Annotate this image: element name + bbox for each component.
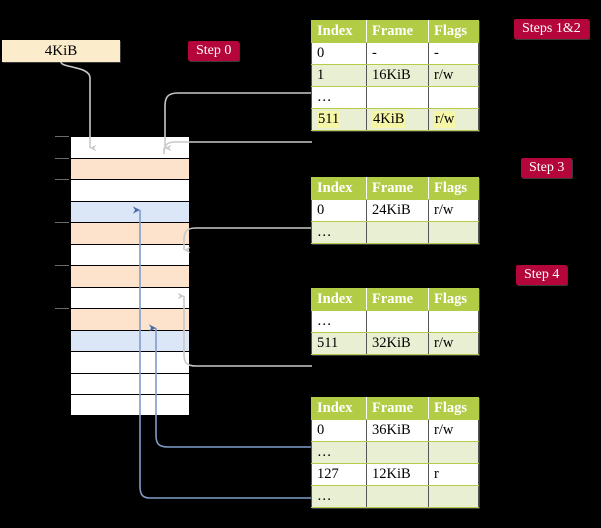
highlighted-value: r/w [434,111,456,128]
memory-frame-row[interactable] [70,243,190,265]
column-header-index: Index [311,288,367,311]
wire-t2-row0-to-frame [183,227,312,254]
cell-flags: r/w [428,332,479,355]
badge-step-4: Step 4 [516,265,568,286]
cell-index: 511 [311,332,367,355]
memory-frame-row[interactable] [70,222,190,244]
column-header-index: Index [311,177,367,200]
memory-frame-row[interactable] [70,179,190,201]
cell-frame: 32KiB [366,332,429,355]
cell-frame: 24KiB [366,199,429,222]
cell-flags [428,441,479,464]
cell-flags: - [428,42,479,65]
table-row[interactable]: … [311,485,479,508]
memory-frame-tick [55,222,69,223]
cell-flags: r/w [428,64,479,87]
column-header-frame: Frame [366,397,429,420]
cell-index: 0 [311,199,367,222]
highlighted-value: 4KiB [372,111,406,128]
memory-frame-row[interactable] [70,372,190,394]
cell-frame: 4KiB [366,108,429,131]
cell-index: … [311,221,367,244]
table-row[interactable]: … [311,86,479,109]
memory-frame-row[interactable] [70,329,190,351]
cell-index: 511 [311,108,367,131]
table-row[interactable]: … [311,310,479,333]
cell-frame [366,441,429,464]
table-row[interactable]: 511 4KiB r/w [311,108,479,131]
column-header-index: Index [311,397,367,420]
memory-frame-row[interactable] [70,351,190,373]
memory-frame-row[interactable] [70,136,190,158]
badge-steps-1-2: Steps 1&2 [514,19,589,40]
memory-frame-row[interactable] [70,308,190,330]
cell-index: 0 [311,42,367,65]
memory-frame-tick [55,308,69,309]
cell-flags [428,310,479,333]
column-header-flags: Flags [428,177,479,200]
column-header-flags: Flags [428,20,479,43]
column-header-frame: Frame [366,20,429,43]
wire-t3-511-to-frame [177,292,312,367]
cell-flags: r/w [428,108,479,131]
cell-flags [428,221,479,244]
cell-frame [366,310,429,333]
cell-flags: r [428,463,479,486]
highlighted-value: 511 [317,111,341,128]
cell-index: … [311,310,367,333]
cell-flags [428,485,479,508]
memory-frame-tick [55,157,69,159]
table-row[interactable]: 0-- [311,42,479,65]
table-row[interactable]: … [311,221,479,244]
memory-frame-label: 4KiB [2,40,120,62]
cell-flags: r/w [428,199,479,222]
cell-frame: 36KiB [366,419,429,442]
cell-frame [366,221,429,244]
memory-frame-row[interactable] [70,200,190,222]
memory-frame-tick [55,179,69,180]
column-header-flags: Flags [428,288,479,311]
cell-index: … [311,441,367,464]
cell-frame: - [366,42,429,65]
memory-frame-tick [55,136,69,137]
memory-frame-row[interactable] [70,394,190,416]
badge-step-0: Step 0 [188,41,240,62]
cell-index: 127 [311,463,367,486]
table-row[interactable]: … [311,441,479,464]
cell-index: 1 [311,64,367,87]
cell-frame: 12KiB [366,463,429,486]
cell-frame [366,485,429,508]
column-header-frame: Frame [366,177,429,200]
memory-frame-row[interactable] [70,157,190,179]
memory-frame-stack [55,136,190,416]
memory-frame-row[interactable] [70,286,190,308]
memory-frame-row[interactable] [70,265,190,287]
column-header-index: Index [311,20,367,43]
cell-frame [366,86,429,109]
cell-index: 0 [311,419,367,442]
memory-frame-tick [55,265,69,266]
cell-flags [428,86,479,109]
cell-flags: r/w [428,419,479,442]
cell-frame: 16KiB [366,64,429,87]
cell-index: … [311,86,367,109]
column-header-flags: Flags [428,397,479,420]
badge-step-3: Step 3 [521,158,573,179]
column-header-frame: Frame [366,288,429,311]
cell-index: … [311,485,367,508]
